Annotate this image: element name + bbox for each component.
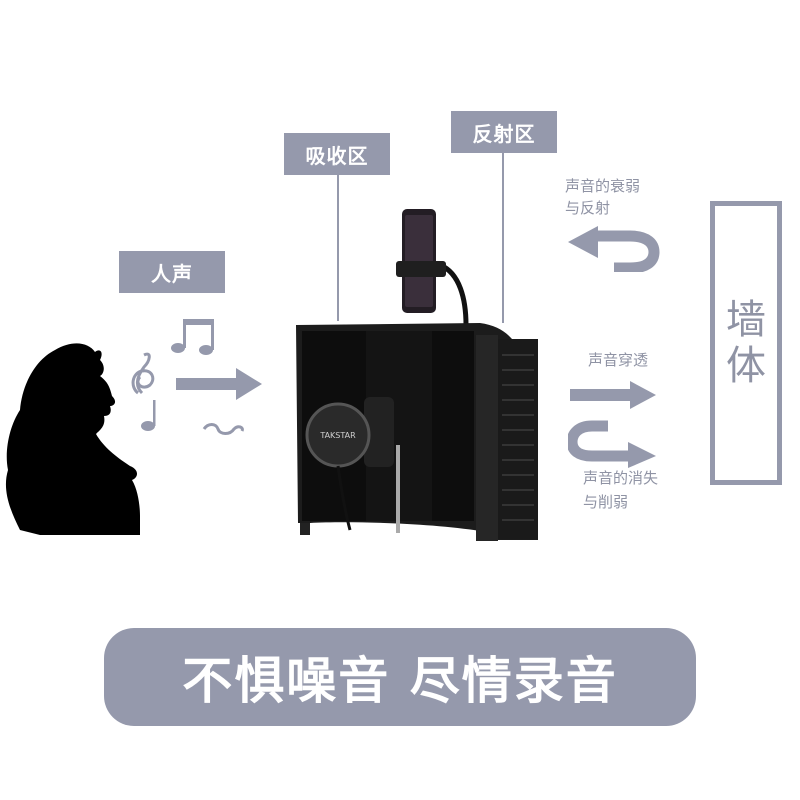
reflection-filter-product: TAKSTAR xyxy=(296,209,538,541)
slogan-banner: 不惧噪音 尽情录音 xyxy=(104,628,696,726)
attenuation-reflection-caption-line2: 与反射 xyxy=(565,199,611,217)
wall-char-2: 体 xyxy=(726,343,766,389)
penetration-arrow-icon xyxy=(570,381,656,409)
music-notes-icon xyxy=(131,319,244,435)
svg-text:TAKSTAR: TAKSTAR xyxy=(319,431,356,440)
voice-label: 人声 xyxy=(119,251,225,293)
wall-char-1: 墙 xyxy=(726,297,766,343)
absorption-zone-connector xyxy=(337,175,339,321)
absorption-zone-label: 吸收区 xyxy=(284,133,390,175)
attenuation-reflection-caption-line1: 声音的衰弱 xyxy=(565,177,641,195)
singer-silhouette-icon xyxy=(5,343,140,535)
penetration-caption: 声音穿透 xyxy=(588,351,649,369)
wall-box: 墙 体 xyxy=(710,201,782,485)
reflection-zone-connector xyxy=(502,153,504,323)
reflection-zone-label: 反射区 xyxy=(451,111,557,153)
disappear-weaken-caption-line2: 与削弱 xyxy=(583,493,629,511)
disappear-arrow-icon xyxy=(568,420,656,468)
disappear-weaken-caption-line1: 声音的消失 xyxy=(583,469,659,487)
reflection-arrow-icon xyxy=(568,226,660,272)
voice-arrow-icon xyxy=(176,368,262,400)
